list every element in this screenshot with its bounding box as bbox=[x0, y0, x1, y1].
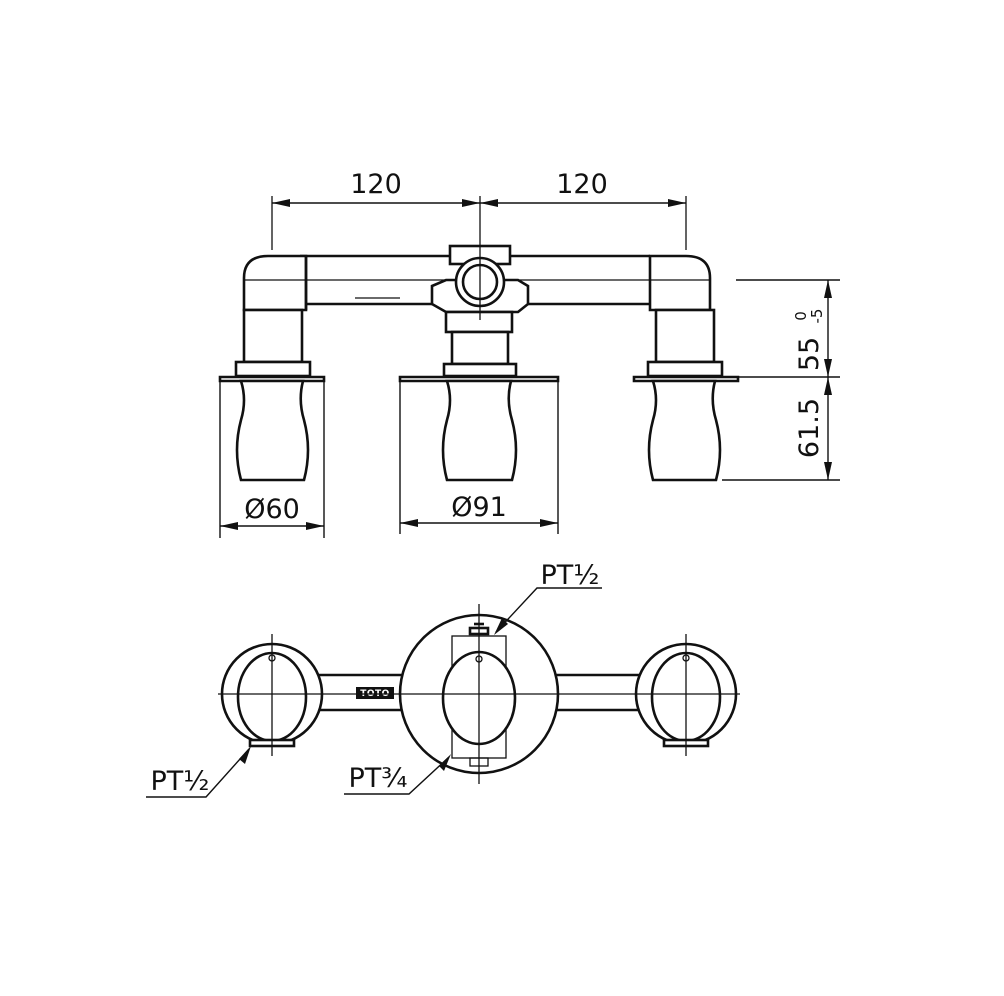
right-flange bbox=[632, 375, 740, 383]
horizontal-pipe bbox=[300, 254, 650, 306]
dim-right-spacing: 120 bbox=[556, 169, 608, 200]
dim-height-lower: 61.5 bbox=[794, 398, 825, 458]
dim-diameter-side: Ø60 bbox=[244, 494, 300, 525]
callout-bottom-left: PT½ bbox=[151, 766, 210, 797]
center-handle bbox=[441, 379, 518, 482]
right-handle bbox=[647, 379, 722, 482]
left-elbow bbox=[234, 254, 312, 378]
dimensions-front: 120 120 55 0 -5 61.5 Ø60 Ø91 bbox=[219, 169, 840, 538]
callout-bottom-center: PT¾ bbox=[349, 763, 408, 794]
center-valve-body bbox=[430, 244, 530, 378]
dim-height-upper: 55 bbox=[794, 337, 825, 371]
logo-plate bbox=[356, 687, 394, 699]
dim-left-spacing: 120 bbox=[350, 169, 402, 200]
dim-diameter-center: Ø91 bbox=[451, 492, 507, 523]
front-elevation-view bbox=[218, 196, 740, 482]
left-handle bbox=[235, 379, 310, 482]
right-elbow bbox=[646, 254, 724, 378]
plan-connecting-bar bbox=[318, 673, 640, 712]
plan-view: TOTO bbox=[218, 604, 740, 784]
callouts: PT½ PT½ PT¾ bbox=[146, 560, 602, 798]
callout-top-right: PT½ bbox=[541, 560, 600, 591]
dim-height-upper-tol-upper: 0 bbox=[792, 311, 810, 321]
dim-height-upper-tol-lower: -5 bbox=[808, 309, 826, 324]
